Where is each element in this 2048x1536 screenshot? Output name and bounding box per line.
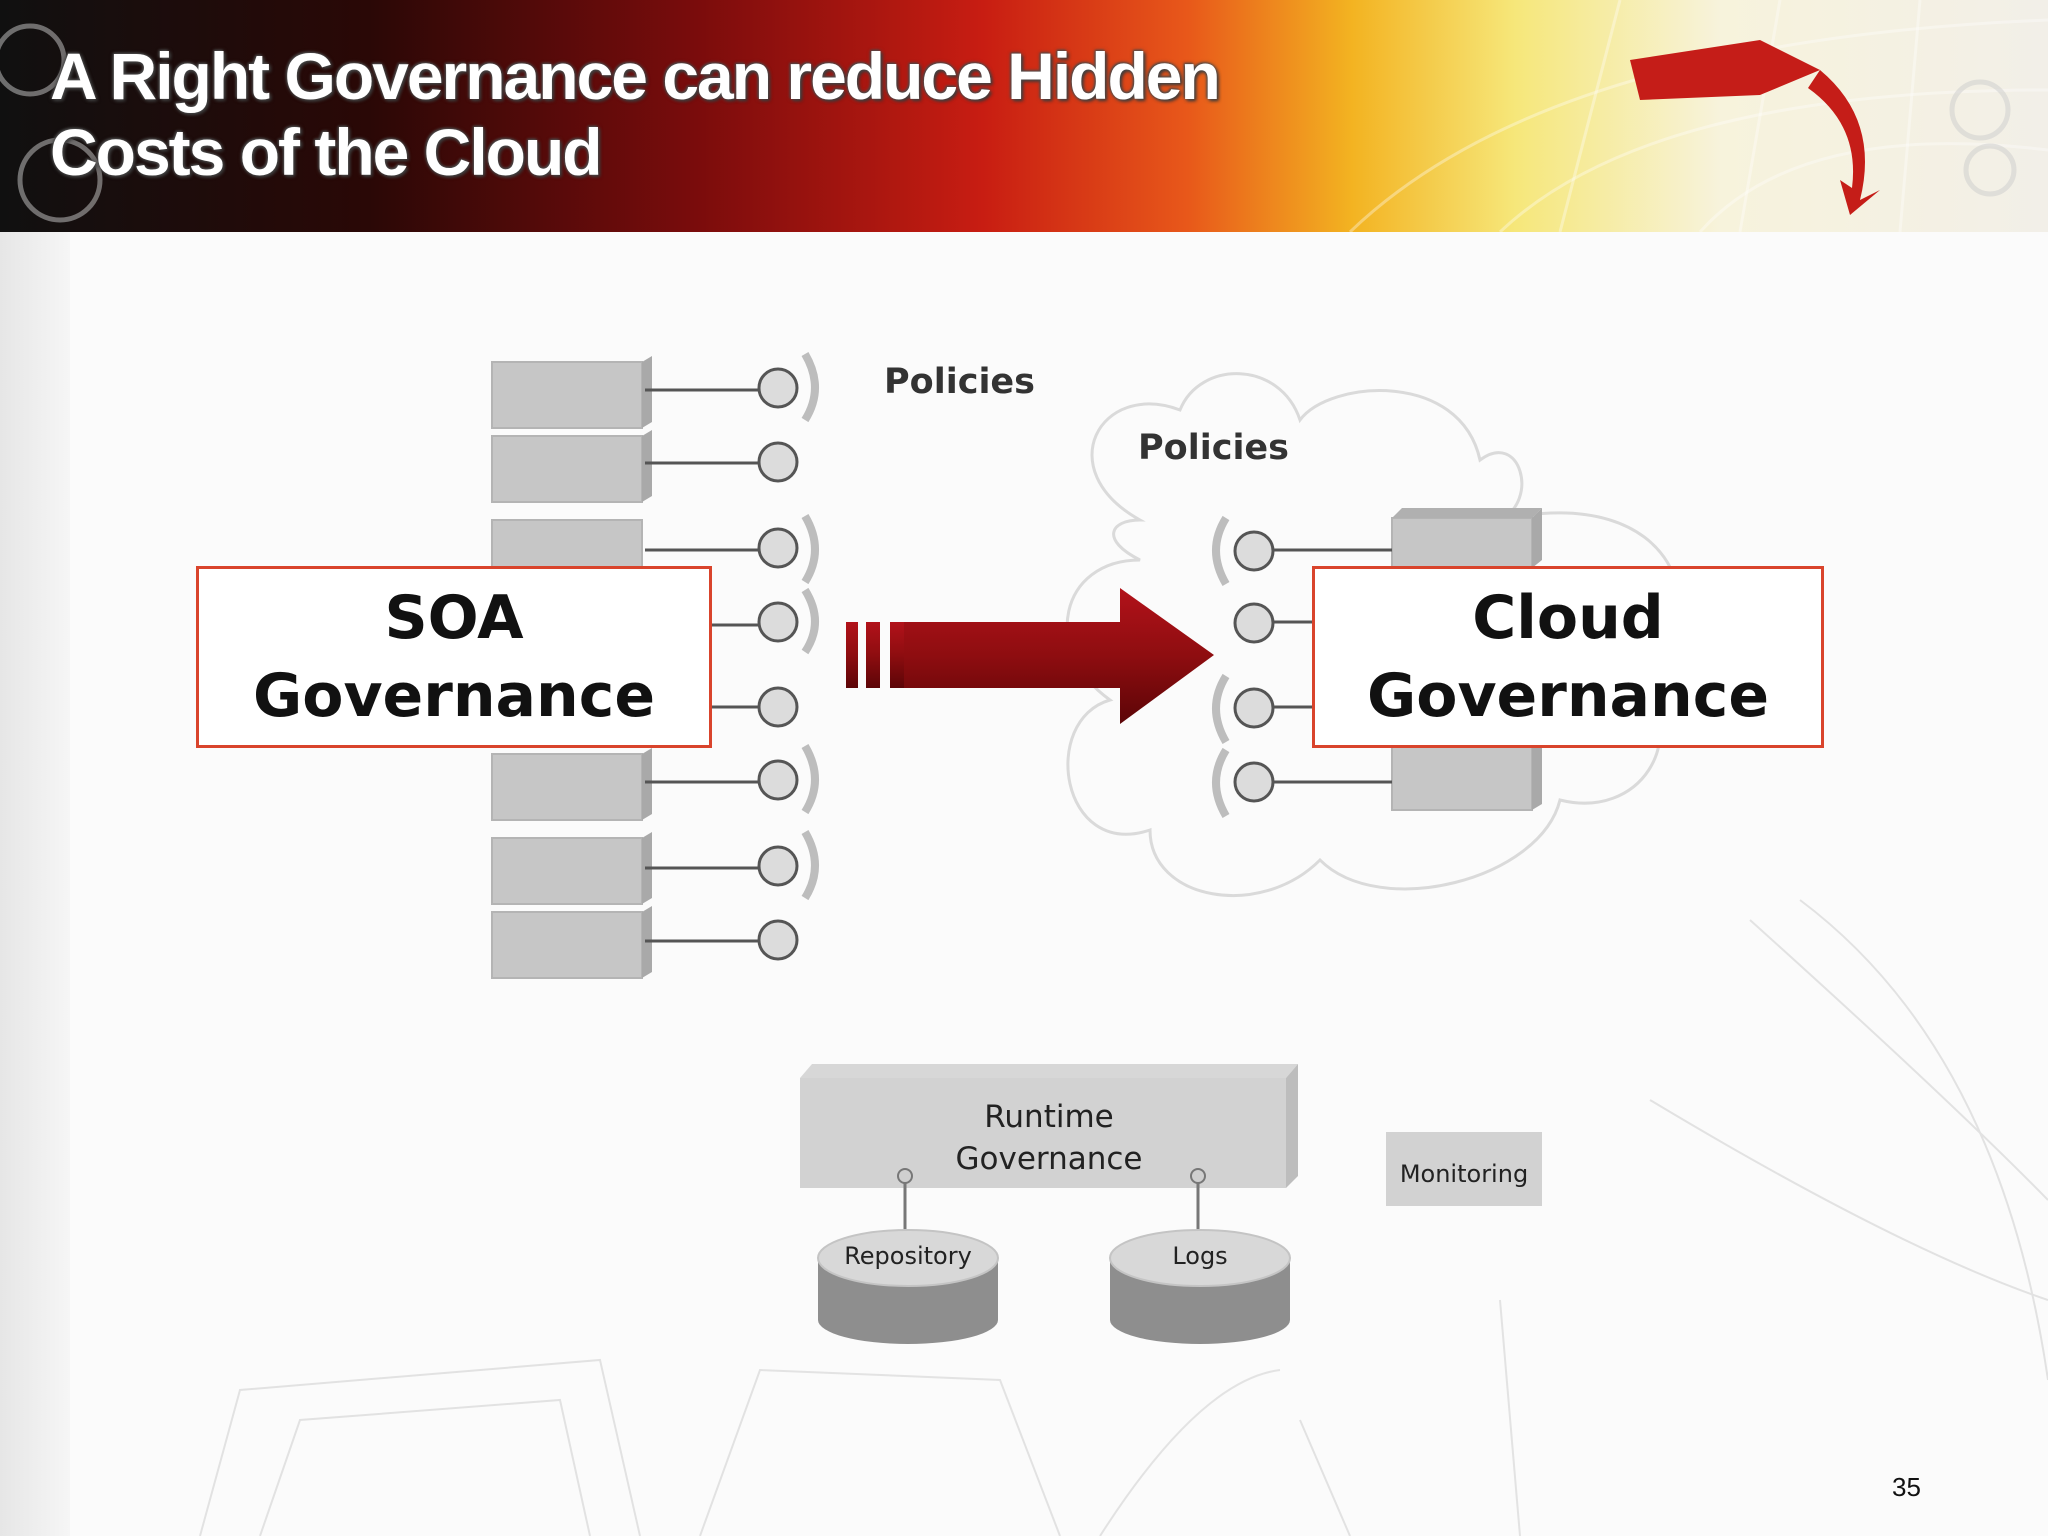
logs-label: Logs [1172, 1242, 1228, 1270]
monitoring-label: Monitoring [1399, 1160, 1529, 1188]
header-decoration [0, 0, 2048, 232]
page-number: 35 [1892, 1472, 1921, 1502]
runtime-connectors [903, 1180, 1200, 1232]
runtime-governance-block [800, 1064, 1298, 1188]
soa-ports [645, 351, 819, 961]
policies-label-right: Policies [1138, 428, 1290, 468]
header-banner: A Right Governance can reduce Hidden Cos… [0, 0, 2048, 232]
policies-label-left: Policies [884, 362, 1036, 402]
transition-arrow [846, 588, 1214, 724]
cloud-ports [1212, 515, 1392, 819]
repository-database [817, 1229, 999, 1344]
logs-database [1109, 1229, 1291, 1344]
slide-title: A Right Governance can reduce Hidden Cos… [50, 39, 1221, 189]
cloud-shape [1065, 372, 1681, 898]
cloud-service-stack [1391, 508, 1542, 811]
cloud-governance-box: Cloud Governance [1312, 566, 1824, 748]
soa-service-stack [491, 356, 652, 979]
soa-governance-box: SOA Governance [196, 566, 712, 748]
background-wireframe [199, 899, 2048, 1536]
runtime-governance-label: Runtime Governance [955, 1099, 1143, 1177]
left-decorative-strip [0, 232, 70, 1536]
monitoring-box [1386, 1132, 1542, 1206]
repository-label: Repository [844, 1242, 972, 1270]
